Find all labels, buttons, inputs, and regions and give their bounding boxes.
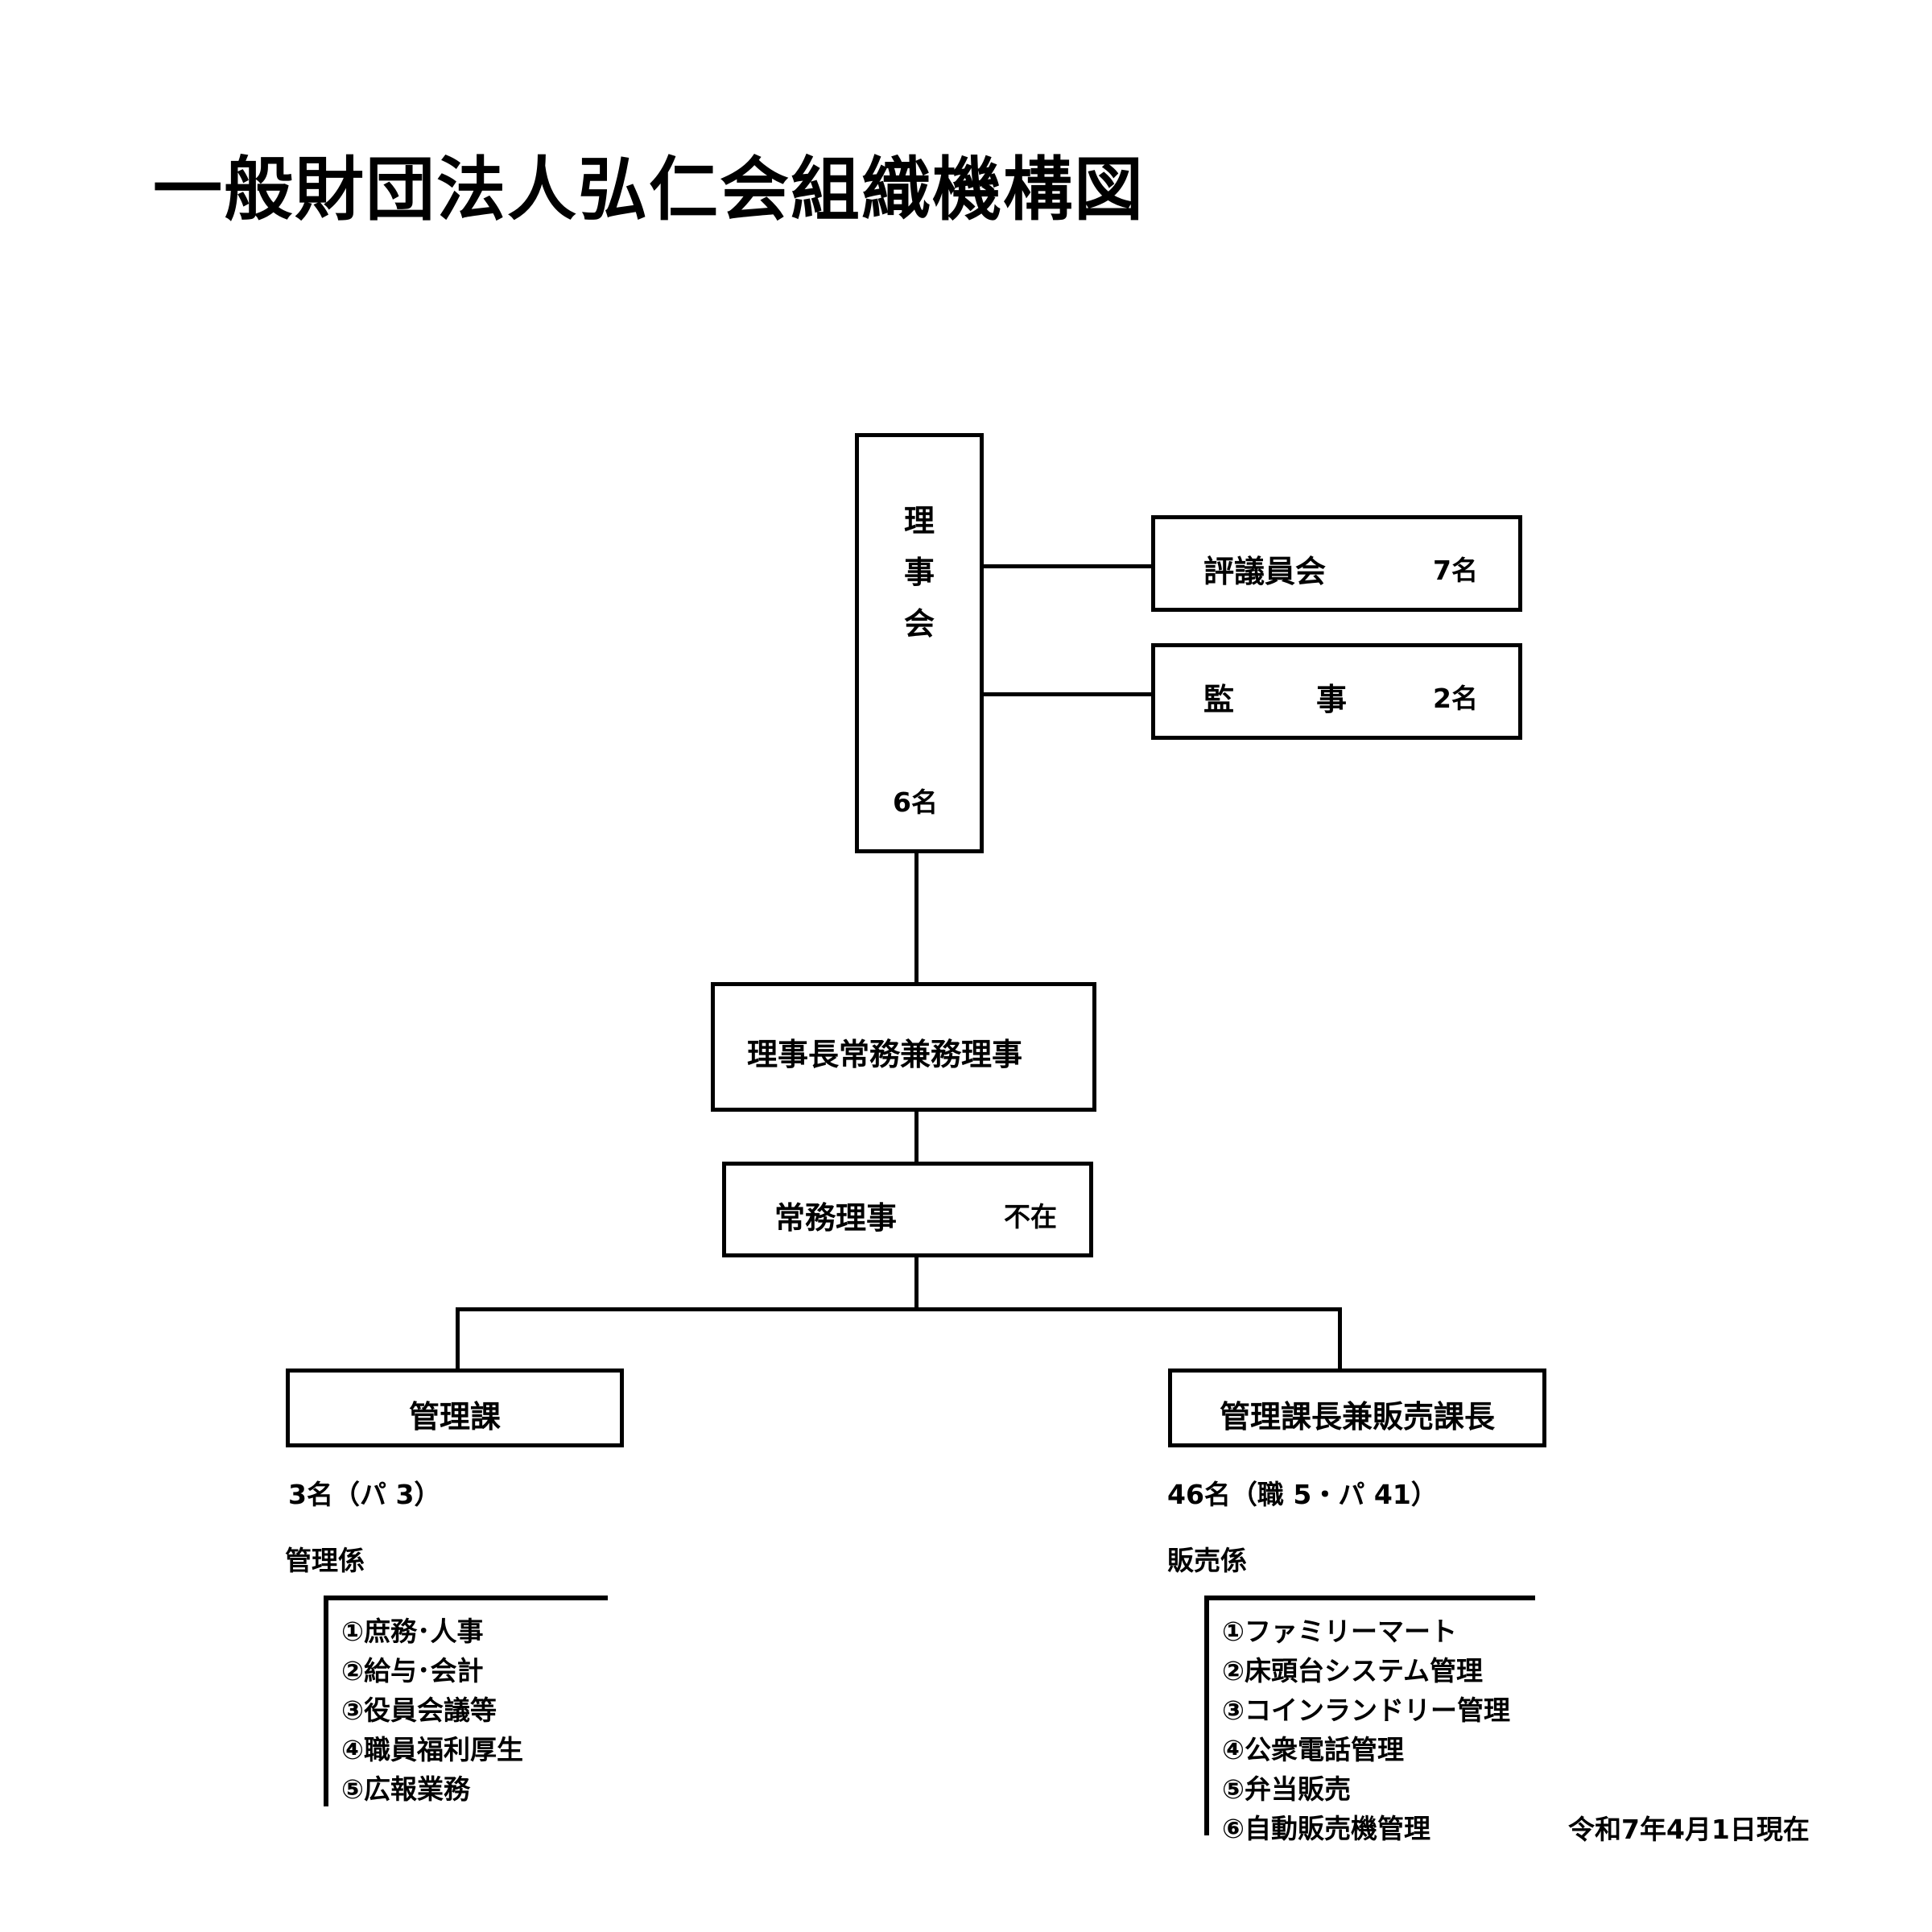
- board-label: 理 事 会: [859, 495, 980, 650]
- list-item: ①ファミリーマート: [1222, 1616, 1457, 1647]
- auditors-box: 監 事 2名: [1151, 643, 1522, 740]
- sales-task-list: ①ファミリーマート ②床頭台システム管理 ③コインランドリー管理 ④公衆電話管理…: [1222, 1612, 1510, 1848]
- sales-list-bracket-top: [1204, 1596, 1535, 1600]
- councillors-box: 評議員会 7名: [1151, 515, 1522, 612]
- sales-section-label: 管理課長兼販売課長: [1219, 1399, 1495, 1435]
- as-of-date: 令和7年4月1日現在: [1568, 1814, 1810, 1845]
- list-item: ④職員福利厚生: [341, 1734, 523, 1765]
- connector-board-auditors: [984, 692, 1154, 696]
- councillors-label: 評議員会: [1203, 554, 1327, 589]
- page-title: 一般財団法人弘仁会組織機構図: [153, 150, 1145, 230]
- admin-subsection-label: 管理係: [285, 1545, 365, 1576]
- auditors-label-left: 監: [1203, 682, 1235, 717]
- managing-director-status: 不在: [1004, 1201, 1057, 1232]
- connector-board-councillors: [984, 564, 1154, 568]
- list-item: ①庶務･人事: [341, 1616, 484, 1647]
- connector-branch-horizontal: [456, 1307, 1342, 1311]
- auditors-count: 2名: [1433, 683, 1478, 714]
- sales-list-bracket-side: [1204, 1596, 1209, 1835]
- admin-list-bracket-side: [324, 1596, 328, 1806]
- connector-branch-sales: [1338, 1307, 1342, 1373]
- admin-section-label: 管理課: [408, 1399, 501, 1435]
- board-label-char: 会: [903, 606, 935, 642]
- list-item: ③コインランドリー管理: [1222, 1695, 1510, 1726]
- connector-branch-admin: [456, 1307, 460, 1373]
- admin-task-list: ①庶務･人事 ②給与･会計 ③役員会議等 ④職員福利厚生 ⑤広報業務: [341, 1612, 523, 1809]
- councillors-count: 7名: [1433, 555, 1478, 586]
- sales-staff-count: 46名（職 5・パ 41）: [1167, 1479, 1438, 1510]
- list-item: ⑤弁当販売: [1222, 1773, 1351, 1805]
- connector-managing-branch: [914, 1257, 919, 1310]
- connector-board-chairman: [914, 853, 919, 985]
- managing-director-label: 常務理事: [774, 1200, 898, 1236]
- connector-chairman-managing: [914, 1112, 919, 1166]
- board-label-char: 理: [903, 503, 935, 539]
- admin-list-bracket-top: [324, 1596, 608, 1600]
- auditors-label-right: 事: [1316, 682, 1348, 717]
- chairman-box: 理事長常務兼務理事: [711, 982, 1096, 1112]
- chairman-label: 理事長常務兼務理事: [747, 1037, 1023, 1072]
- managing-director-box: 常務理事 不在: [722, 1162, 1093, 1257]
- board-label-char: 事: [903, 555, 935, 590]
- list-item: ⑥自動販売機管理: [1222, 1813, 1430, 1844]
- list-item: ③役員会議等: [341, 1695, 497, 1726]
- list-item: ⑤広報業務: [341, 1773, 470, 1805]
- board-of-directors-box: 理 事 会 6名: [855, 433, 984, 853]
- list-item: ②給与･会計: [341, 1655, 484, 1686]
- list-item: ④公衆電話管理: [1222, 1734, 1404, 1765]
- admin-section-box: 管理課: [286, 1368, 624, 1447]
- list-item: ②床頭台システム管理: [1222, 1655, 1483, 1686]
- sales-section-box: 管理課長兼販売課長: [1168, 1368, 1546, 1447]
- sales-subsection-label: 販売係: [1167, 1545, 1247, 1576]
- admin-staff-count: 3名（パ 3）: [288, 1479, 441, 1510]
- board-count: 6名: [893, 786, 938, 818]
